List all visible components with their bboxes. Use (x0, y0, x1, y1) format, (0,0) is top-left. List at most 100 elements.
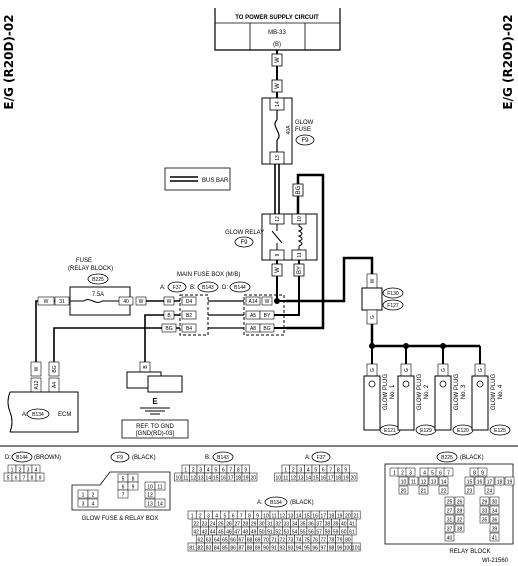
legend-prefix: A: (257, 500, 263, 506)
pin-number: 2 (401, 471, 404, 477)
pin-number: 62 (198, 538, 204, 544)
pin-cell (464, 485, 475, 495)
fuse-rb-label: (RELAY BLOCK) (68, 266, 113, 272)
pin-number: 11 (271, 514, 276, 520)
pin-cell (351, 542, 361, 552)
wire-color-label: B (167, 313, 171, 319)
connector-ref: F9 (301, 138, 309, 144)
pin-number: 4 (35, 468, 38, 474)
pin-cell (454, 505, 465, 515)
pin-label: D4 (186, 299, 193, 305)
pin-cell (444, 523, 455, 533)
pin-number: 2 (19, 468, 22, 474)
pin-number: 88 (247, 546, 253, 552)
pin-number: 20 (250, 476, 256, 482)
fuse-rb-label: FUSE (76, 258, 92, 264)
pin-number: 71 (271, 538, 277, 544)
pin-label: A12 (34, 380, 40, 389)
pin-number: 32 (457, 518, 463, 524)
pin-number: 44 (210, 530, 216, 536)
pin-label: 9 (275, 253, 281, 256)
pin-number: 7 (122, 493, 125, 499)
pin-number: 53 (284, 530, 290, 536)
pin-number: 61 (349, 530, 355, 536)
pin-number: 76 (312, 538, 318, 544)
pin-number: 16 (312, 514, 318, 520)
pin-number: 10 (275, 476, 281, 482)
pin-cell (489, 496, 500, 506)
pin-number: 8 (337, 468, 340, 474)
pin-number: 10 (147, 485, 153, 491)
wire-color-label: W (265, 299, 270, 305)
connector-ref: F37 (173, 285, 182, 291)
pin-number: 5 (431, 471, 434, 477)
pin-number: 50 (259, 530, 265, 536)
glow-fuse-label: GLOW (295, 120, 314, 126)
pin-number: 1 (82, 493, 85, 499)
pin-number: 7 (240, 514, 243, 520)
pin-cell (408, 476, 419, 486)
glow-plug-bus: W F130 F127 G (361, 273, 480, 349)
supply-ref: MB-33 (268, 30, 286, 36)
pin-cell (479, 505, 490, 515)
mfb-prefix: B: (190, 285, 196, 291)
pin-number: 87 (239, 546, 245, 552)
pin-number: 40 (447, 536, 453, 542)
connector-ref: F9 (240, 240, 248, 246)
pin-number: 12 (190, 476, 196, 482)
connector-ref: F127 (387, 303, 399, 309)
pin-number: 73 (288, 538, 294, 544)
pin-cell (444, 514, 455, 524)
pin-number: 30 (259, 522, 265, 528)
pin-number: 3 (299, 468, 302, 474)
relay-coil-icon (297, 225, 303, 247)
pin-cell (154, 481, 166, 491)
pin-label: 12 (275, 216, 281, 222)
pin-number: 51 (267, 530, 273, 536)
pin-cell (349, 472, 358, 482)
pin-number: 1 (11, 468, 14, 474)
pin-number: 8 (248, 514, 251, 520)
pin-number: 19 (507, 480, 513, 486)
wire-color-label: BG (263, 326, 270, 332)
diagram-code: WI-21560 (482, 558, 509, 564)
pin-number: 14 (205, 476, 211, 482)
pin-number: 64 (214, 538, 220, 544)
pin-cell (418, 485, 429, 495)
pin-number: 33 (482, 509, 488, 515)
pin-number: 41 (349, 522, 355, 528)
pin-number: 36 (308, 522, 314, 528)
pin-number: 16 (320, 476, 326, 482)
pin-number: 9 (344, 468, 347, 474)
glow-plug-label: GLOW PLUG (417, 373, 423, 410)
pin-number: 8 (31, 476, 34, 482)
wire-color-label: W (370, 278, 376, 283)
pin-number: 83 (206, 546, 212, 552)
pin-number: 23 (202, 522, 208, 528)
wire-color-label: G (441, 368, 447, 372)
ecm-prefix: A: (22, 412, 28, 418)
pin-number: 68 (247, 538, 253, 544)
wire-color-label: W (44, 299, 49, 305)
pin-number: 15 (304, 514, 310, 520)
pin-cell (443, 467, 454, 477)
legend-color: (BLACK) (132, 455, 156, 461)
connector-ref: F130 (387, 291, 399, 297)
pin-number: 92 (280, 546, 286, 552)
pin-number: 93 (288, 546, 294, 552)
pin-number: 86 (230, 546, 236, 552)
fuse-rating: 7.5A (92, 292, 104, 298)
pin-number: 42 (193, 530, 199, 536)
pin-label: A8 (250, 326, 256, 332)
pin-number: 39 (492, 527, 498, 533)
wire-color-label: BG (165, 326, 172, 332)
pin-number: 19 (243, 476, 249, 482)
pin-number: 66 (230, 538, 236, 544)
ground-connector: E REF. TO GND [GND(RD)-03] (121, 371, 189, 439)
pin-number: 1 (393, 471, 396, 477)
pin-number: 63 (206, 538, 212, 544)
pin-number: 14 (296, 514, 302, 520)
